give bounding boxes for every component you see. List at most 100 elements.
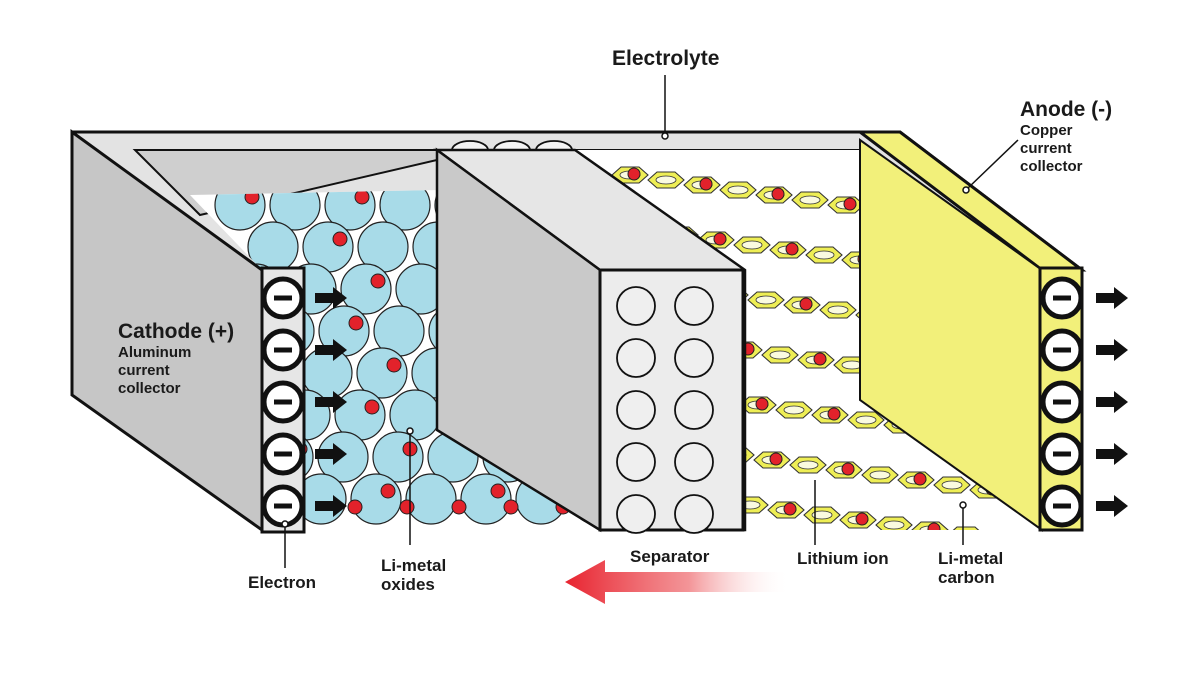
- anode-sub-collector: collector: [1020, 158, 1083, 175]
- carbon-pore: [1100, 551, 1120, 559]
- lithium-ion: [386, 357, 402, 373]
- right-arrow-icon: [1096, 339, 1128, 361]
- cathode-particle: [379, 190, 431, 231]
- carbon-pore: [869, 470, 891, 480]
- lithium-ion: [503, 499, 519, 515]
- cathode-particle: [460, 473, 512, 525]
- carbon-pore: [883, 520, 905, 530]
- lithium-ion: [399, 499, 415, 515]
- carbon-pore: [1064, 546, 1084, 554]
- lithium-ion: [713, 232, 727, 246]
- minus-sign: [1053, 295, 1071, 301]
- anode-dot: [962, 186, 970, 194]
- cathode-label-block: Cathode (+) Aluminum current collector: [118, 320, 234, 398]
- carbon-hexagon: [984, 532, 1020, 548]
- minus-sign: [274, 399, 292, 405]
- cathode-particle: [350, 473, 402, 525]
- li-metal-oxides-line1: Li-metal: [381, 556, 447, 575]
- separator-hole: [674, 286, 714, 326]
- minus-sign: [274, 347, 292, 353]
- lithium-ion: [841, 462, 855, 476]
- carbon-dot: [959, 501, 967, 509]
- minus-sign: [274, 295, 292, 301]
- carbon-pore: [855, 415, 877, 425]
- minus-sign: [274, 503, 292, 509]
- separator-hole: [674, 494, 714, 534]
- carbon-pore: [813, 250, 835, 260]
- lithium-ion: [1000, 533, 1012, 545]
- lithium-ion: [627, 167, 641, 181]
- right-arrow-icon: [1096, 287, 1128, 309]
- separator-hole: [674, 338, 714, 378]
- right-arrow-icon: [1096, 391, 1128, 413]
- leader-dots: [281, 132, 970, 528]
- minus-sign: [1053, 399, 1071, 405]
- separator: [433, 147, 747, 534]
- lithium-ion: [927, 522, 941, 530]
- lithium-ion: [1072, 543, 1084, 555]
- lithium-ion: [755, 397, 769, 411]
- lithium-ion: [855, 512, 869, 526]
- lithium-ion-label: Lithium ion: [797, 549, 889, 568]
- separator-hole: [674, 442, 714, 482]
- lithium-ion: [799, 297, 813, 311]
- anode-sub-current: current: [1020, 140, 1072, 157]
- cathode-sub-current: current: [118, 362, 170, 379]
- separator-label: Separator: [630, 547, 710, 566]
- carbon-hexagon: [1020, 537, 1056, 553]
- separator-hole: [616, 390, 656, 430]
- anode-electrons: [1040, 276, 1128, 528]
- cathode-sub-aluminum: Aluminum: [118, 344, 192, 361]
- carbon-pore: [783, 405, 805, 415]
- cathode-particle: [405, 473, 457, 525]
- separator-hole: [616, 442, 656, 482]
- carbon-pore: [941, 480, 963, 490]
- carbon-hexagon: [1092, 547, 1128, 563]
- carbon-pore: [992, 536, 1012, 544]
- carbon-pore: [797, 460, 819, 470]
- separator-hole: [616, 494, 656, 534]
- lithium-ion: [827, 407, 841, 421]
- li-metal-oxides-line2: oxides: [381, 575, 435, 594]
- anode-label-block: Anode (-) Copper current collector: [1020, 98, 1112, 176]
- lithium-ion: [370, 273, 386, 289]
- lithium-ion: [490, 483, 506, 499]
- lithium-ion: [348, 315, 364, 331]
- li-metal-carbon-line2: carbon: [938, 568, 995, 587]
- carbon-pore: [956, 531, 976, 539]
- carbon-pore: [1028, 541, 1048, 549]
- carbon-pore: [741, 240, 763, 250]
- right-arrow-icon: [315, 443, 347, 465]
- anode-label: Anode (-): [1020, 98, 1113, 121]
- lithium-ion: [771, 187, 785, 201]
- electron-label: Electron: [248, 573, 317, 592]
- lithium-ion: [347, 499, 363, 515]
- lithium-ion: [783, 502, 797, 516]
- lithium-ion: [332, 231, 348, 247]
- right-arrow-icon: [1096, 443, 1128, 465]
- lithium-ion: [813, 352, 827, 366]
- minus-sign: [1053, 347, 1071, 353]
- cathode-sub-collector: collector: [118, 380, 181, 397]
- minus-sign: [1053, 451, 1071, 457]
- right-arrow-icon: [1096, 495, 1128, 517]
- electron-dot: [281, 520, 289, 528]
- carbon-pore: [827, 305, 849, 315]
- right-arrow-icon: [315, 339, 347, 361]
- electrolyte-label: Electrolyte: [612, 47, 720, 70]
- cathode-label: Cathode (+): [118, 320, 235, 343]
- anode-leader: [967, 139, 1019, 189]
- oxides-dot: [406, 427, 414, 435]
- carbon-pore: [811, 510, 833, 520]
- lithium-ion: [451, 499, 467, 515]
- li-metal-carbon-label: Li-metal carbon: [938, 549, 1003, 587]
- lithium-ion: [699, 177, 713, 191]
- separator-hole: [616, 338, 656, 378]
- lithium-ion: [380, 483, 396, 499]
- li-metal-oxides-label: Li-metal oxides: [381, 556, 446, 594]
- carbon-hexagon: [1056, 542, 1092, 558]
- anode-sub-copper: Copper: [1020, 122, 1073, 139]
- cathode-electrons: [261, 276, 347, 528]
- carbon-pore: [755, 295, 777, 305]
